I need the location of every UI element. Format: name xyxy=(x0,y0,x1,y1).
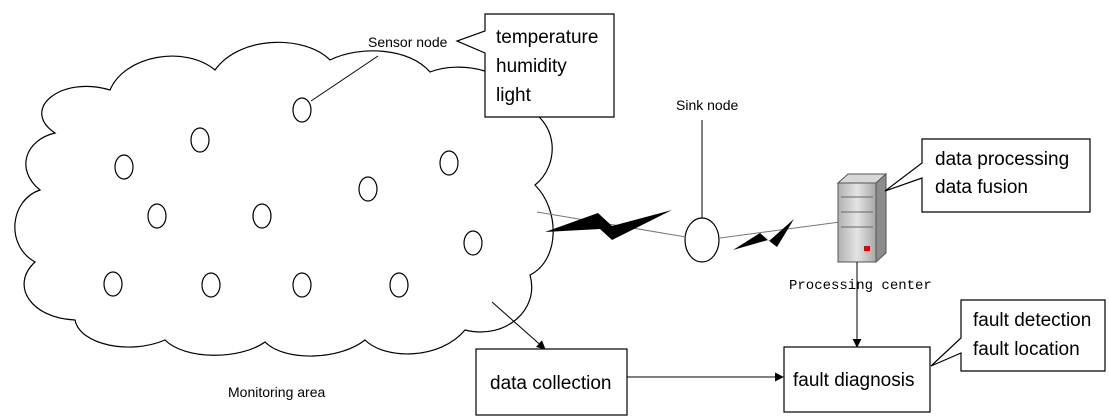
data-collection-box xyxy=(475,348,628,416)
sensor-callout-line-2: humidity xyxy=(496,56,567,77)
sensor-node xyxy=(201,272,221,298)
sensor-node xyxy=(463,230,483,256)
sensor-callout-box xyxy=(455,13,615,118)
sensor-node xyxy=(439,150,459,176)
server-callout-box xyxy=(884,138,1091,213)
server-led-icon xyxy=(864,246,870,251)
monitoring-area-cloud xyxy=(14,41,554,357)
sensor-node xyxy=(292,97,312,123)
sink-node-label: Sink node xyxy=(676,97,738,113)
sensor-nodes xyxy=(103,97,483,298)
sink-node xyxy=(684,217,720,263)
wireless-link-icon xyxy=(733,219,794,250)
server-callout-line-1: data processing xyxy=(935,149,1069,170)
cloud-to-collection-arrow xyxy=(491,301,546,350)
data-collection-label: data collection xyxy=(490,373,611,394)
sensor-callout-line-3: light xyxy=(496,85,532,106)
fault-diagnosis-label: fault diagnosis xyxy=(793,370,914,391)
sensor-node xyxy=(389,272,409,298)
sink-to-server-link xyxy=(719,221,841,239)
wireless-link-icon xyxy=(545,210,672,240)
server-icon xyxy=(836,172,888,264)
sensor-node-leader xyxy=(310,55,379,102)
server-callout-line-2: data fusion xyxy=(935,177,1028,198)
fault-diagnosis-box xyxy=(783,346,931,413)
sensor-node xyxy=(190,127,210,153)
diagnosis-callout-box xyxy=(930,299,1106,372)
monitoring-area-label: Monitoring area xyxy=(228,384,325,400)
sensor-callout-line-1: temperature xyxy=(496,27,598,48)
sensor-node-label: Sensor node xyxy=(368,34,448,50)
sensor-node xyxy=(252,203,272,229)
sensor-node xyxy=(103,271,123,297)
sensor-node xyxy=(292,272,312,298)
processing-center-label: Processing center xyxy=(789,278,932,294)
diagnosis-callout-line-2: fault location xyxy=(973,339,1080,360)
cloud-to-sink-link xyxy=(536,211,687,238)
diagnosis-callout-line-1: fault detection xyxy=(973,310,1091,331)
sensor-node xyxy=(358,176,378,202)
sensor-node xyxy=(147,203,167,229)
sensor-node xyxy=(114,154,134,180)
